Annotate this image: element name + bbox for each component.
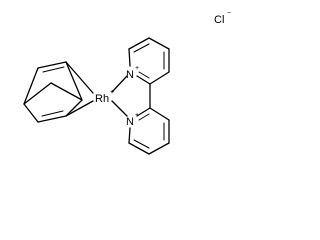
pyridine-ring-bottom: N + bbox=[126, 107, 170, 155]
bond-rh-n-bottom bbox=[111, 100, 128, 117]
pyridine-ring-top: N + bbox=[126, 37, 170, 85]
bond bbox=[149, 71, 170, 85]
bond bbox=[65, 99, 83, 117]
chloride-charge: − bbox=[227, 10, 231, 17]
bond bbox=[149, 107, 170, 121]
bond bbox=[37, 61, 67, 69]
chloride-symbol: Cl bbox=[214, 14, 224, 26]
bond bbox=[148, 37, 170, 50]
rhodium-center: Rh + bbox=[95, 89, 114, 105]
bond bbox=[50, 82, 83, 101]
bond-rh-n-top bbox=[111, 75, 128, 93]
bond-double-line bbox=[138, 113, 150, 121]
nitrogen-top-symbol: N bbox=[126, 69, 134, 81]
bond bbox=[65, 61, 83, 101]
bond bbox=[128, 142, 150, 155]
bond bbox=[37, 115, 67, 123]
bond bbox=[23, 67, 39, 105]
bond-coordination bbox=[65, 61, 94, 94]
bond bbox=[128, 37, 150, 50]
bond-double-line bbox=[133, 43, 150, 53]
bond bbox=[136, 75, 151, 85]
structure-svg: Rh + N + N + bbox=[23, 10, 231, 155]
norbornadiene-ligand bbox=[23, 61, 94, 123]
nitrogen-top-charge: + bbox=[135, 65, 139, 72]
bond-double-line bbox=[138, 71, 150, 79]
structure-diagram: Rh + N + N + bbox=[23, 10, 231, 155]
nitrogen-bottom-symbol: N bbox=[126, 116, 134, 128]
bond bbox=[128, 127, 131, 144]
bond-double-line bbox=[41, 110, 64, 117]
chloride-counter-ion: Cl − bbox=[214, 10, 231, 26]
bond-double-line bbox=[42, 66, 65, 73]
bond bbox=[128, 48, 131, 67]
bond-double-line bbox=[133, 139, 150, 149]
metal-symbol: Rh bbox=[95, 93, 109, 105]
bond bbox=[148, 142, 170, 155]
bond-coordination bbox=[65, 100, 94, 117]
bond bbox=[23, 82, 52, 105]
bond bbox=[136, 107, 151, 117]
bond bbox=[23, 103, 39, 123]
